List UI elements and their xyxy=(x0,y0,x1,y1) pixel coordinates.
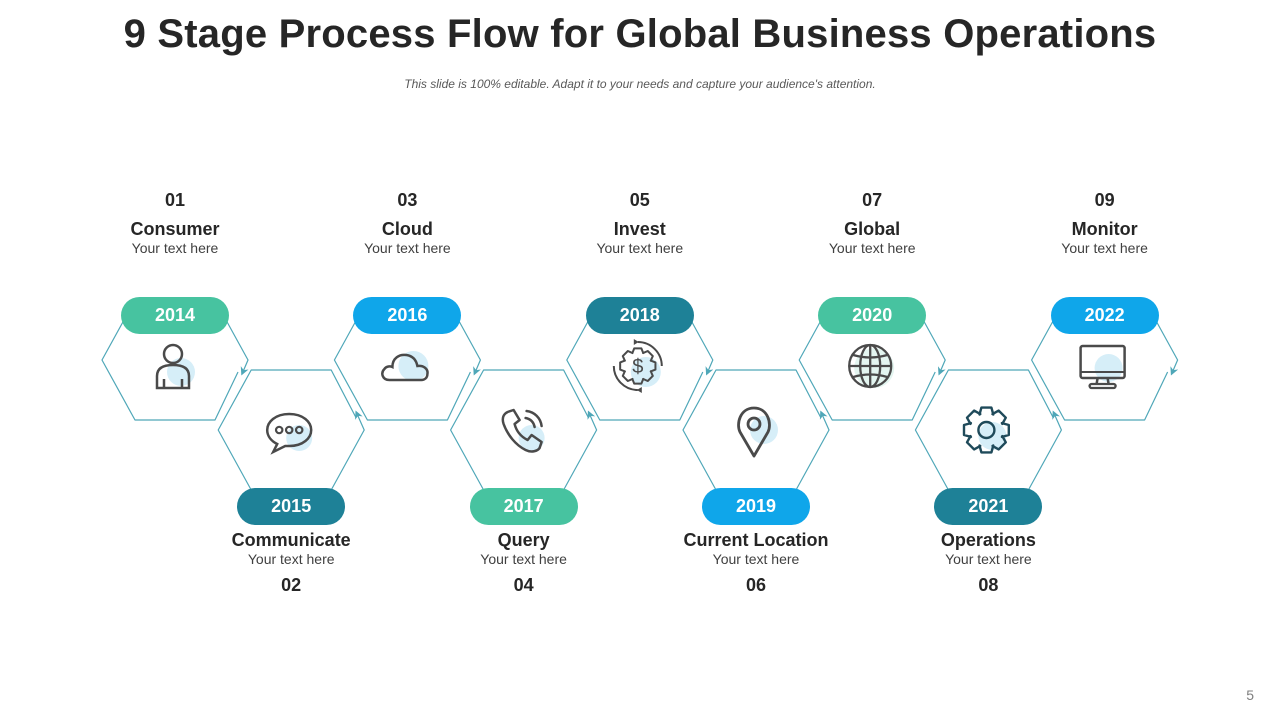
stage-description: Your text here xyxy=(945,551,1032,567)
year-badge: 2017 xyxy=(469,488,578,525)
stage-description: Your text here xyxy=(828,240,916,256)
year-badge: 2020 xyxy=(818,297,927,334)
stage-description: Your text here xyxy=(712,551,800,567)
stage-description: Your text here xyxy=(247,551,335,567)
page-title: 9 Stage Process Flow for Global Business… xyxy=(123,12,1157,56)
stage-name: Operations xyxy=(940,530,1036,550)
stage-description: Your text here xyxy=(596,240,684,256)
stage-name: Monitor xyxy=(1071,219,1138,239)
stage-number: 08 xyxy=(978,575,999,595)
gear-icon xyxy=(962,406,1011,454)
stage-name: Global xyxy=(844,219,901,239)
stage-number: 03 xyxy=(397,190,418,210)
year-badge: 2022 xyxy=(1050,297,1159,334)
hexagon-outline xyxy=(914,369,1063,491)
stage-name: Consumer xyxy=(130,219,220,239)
stage-description: Your text here xyxy=(1061,240,1148,256)
year-badge: 2021 xyxy=(934,488,1043,525)
phone-icon xyxy=(501,408,545,453)
stage-number: 05 xyxy=(629,190,650,210)
hexagon-outline xyxy=(217,369,365,491)
year-badge: 2018 xyxy=(585,297,694,334)
stage-name: Communicate xyxy=(231,530,351,550)
stage-name: Current Location xyxy=(683,530,829,550)
stage-name: Cloud xyxy=(381,219,433,239)
stage-description: Your text here xyxy=(480,551,567,567)
user-icon xyxy=(155,343,195,390)
year-badge: 2019 xyxy=(702,488,810,525)
dollar-gear-icon: $ xyxy=(612,339,663,393)
stage-description: Your text here xyxy=(131,240,219,256)
globe-icon xyxy=(848,343,895,389)
page-number: 5 xyxy=(1246,687,1254,703)
stage-number: 02 xyxy=(281,575,302,595)
stage-number: 06 xyxy=(745,575,767,595)
stage-number: 01 xyxy=(164,190,186,210)
stage-number: 04 xyxy=(513,575,534,595)
location-pin-icon xyxy=(737,406,778,458)
stage-name: Invest xyxy=(613,219,666,239)
cloud-icon xyxy=(381,351,429,382)
monitor-icon xyxy=(1079,344,1126,390)
year-badge: 2016 xyxy=(353,297,462,334)
chat-bubble-icon xyxy=(265,412,313,455)
year-badge: 2014 xyxy=(121,297,229,334)
stage-number: 07 xyxy=(862,190,883,210)
hexagon-outline xyxy=(682,369,830,491)
year-badge: 2015 xyxy=(237,488,346,525)
svg-text:$: $ xyxy=(632,356,643,378)
hexagon-outline xyxy=(450,369,598,491)
stage-number: 09 xyxy=(1094,190,1115,210)
stage-description: Your text here xyxy=(364,240,451,256)
stage-name: Query xyxy=(497,530,550,550)
page-subtitle: This slide is 100% editable. Adapt it to… xyxy=(404,77,876,91)
